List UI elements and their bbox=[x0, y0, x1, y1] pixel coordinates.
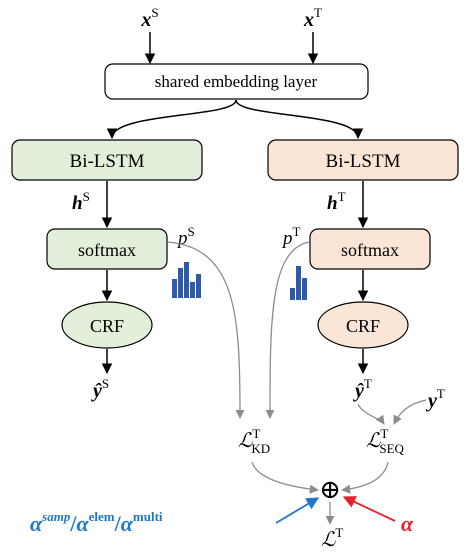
source-bilstm-box bbox=[11, 139, 203, 181]
source-histogram-icon bbox=[172, 262, 201, 298]
target-p-label: pT bbox=[281, 224, 301, 249]
target-bilstm-label: Bi-LSTM bbox=[326, 151, 401, 172]
target-p-to-kd-arrow bbox=[265, 241, 310, 419]
source-input-label: xS bbox=[140, 5, 158, 31]
source-h-label: hS bbox=[72, 189, 90, 214]
target-bilstm-box bbox=[267, 139, 459, 181]
gold-y-to-seq-arrow bbox=[393, 399, 427, 425]
shared-embedding-layer bbox=[104, 63, 369, 100]
source-softmax-label: softmax bbox=[78, 240, 136, 260]
source-p-label: pS bbox=[176, 224, 195, 249]
alpha-variant-arrow bbox=[275, 497, 320, 524]
alpha-arrow-red bbox=[342, 496, 396, 522]
target-crf-label: CRF bbox=[346, 316, 380, 336]
seq-to-sum-arrow bbox=[341, 461, 389, 494]
source-bilstm-label: Bi-LSTM bbox=[70, 151, 145, 172]
shared-to-source-arrow bbox=[106, 99, 237, 140]
target-yhat-to-seq-arrow bbox=[357, 403, 385, 425]
target-histogram-icon bbox=[290, 266, 307, 300]
target-y-gold-label: yT bbox=[426, 386, 445, 412]
kd-to-sum-arrow bbox=[251, 461, 319, 494]
alpha-label-red: α bbox=[401, 511, 414, 536]
shared-embedding-layer-label: shared embedding layer bbox=[155, 72, 318, 91]
total-loss-label: ℒT bbox=[321, 525, 343, 551]
alpha-variants-label: αsamp/αelem/αmulti bbox=[30, 509, 163, 536]
target-input-label: xT bbox=[303, 5, 322, 31]
source-yhat-label: ŷS bbox=[91, 376, 109, 402]
source-crf-ellipse bbox=[61, 301, 153, 349]
shared-to-target-arrow bbox=[235, 99, 364, 140]
sum-node-icon: ⊕ bbox=[319, 475, 341, 504]
target-crf-ellipse bbox=[317, 301, 409, 349]
target-softmax-label: softmax bbox=[341, 240, 399, 260]
source-crf-label: CRF bbox=[90, 316, 124, 336]
target-softmax-box bbox=[309, 228, 431, 270]
target-yhat-label: ŷT bbox=[353, 376, 372, 402]
target-h-label: hT bbox=[327, 189, 346, 214]
source-p-to-kd-arrow bbox=[167, 241, 245, 419]
source-softmax-box bbox=[46, 228, 168, 270]
